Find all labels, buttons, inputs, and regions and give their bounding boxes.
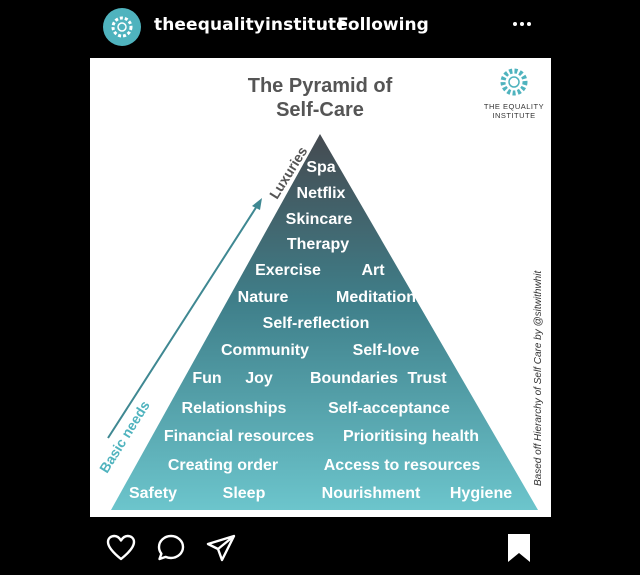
- level-item: Fun: [192, 370, 221, 387]
- axis-arrow-line: [107, 205, 258, 439]
- level-item: Nourishment: [322, 485, 421, 502]
- level-item: Meditation: [336, 289, 416, 306]
- equality-logo-icon: [111, 16, 133, 38]
- level-item: Therapy: [287, 236, 349, 253]
- more-options-icon[interactable]: [510, 12, 534, 36]
- level-item: Self-reflection: [263, 315, 370, 332]
- level-item: Nature: [238, 289, 289, 306]
- post-image: The Pyramid of Self-Care THE EQUALITY IN…: [90, 58, 551, 517]
- level-item: Trust: [407, 370, 447, 387]
- title-line-2: Self-Care: [276, 99, 364, 121]
- post-header: theequalityinstitute · Following: [0, 0, 640, 52]
- share-icon[interactable]: [205, 532, 237, 564]
- brand-name-line-2: INSTITUTE: [492, 111, 535, 120]
- level-item: Self-love: [353, 342, 420, 359]
- level-item: Joy: [245, 370, 273, 387]
- axis-arrow-head-icon: [252, 198, 262, 210]
- level-item: Access to resources: [324, 457, 481, 474]
- pyramid-graphic: The Pyramid of Self-Care THE EQUALITY IN…: [96, 68, 544, 510]
- level-item: Prioritising health: [343, 428, 479, 445]
- level-item: Hygiene: [450, 485, 512, 502]
- level-item: Sleep: [223, 485, 266, 502]
- username-link[interactable]: theequalityinstitute: [154, 15, 348, 35]
- pyramid-levels: Spa Netflix Skincare Therapy Exercise Ar…: [129, 159, 512, 502]
- level-item: Art: [361, 262, 385, 279]
- level-item: Community: [221, 342, 309, 359]
- brand-logo-icon: [500, 68, 528, 96]
- credit-text: Based off Hierarchy of Self Care by @sit…: [533, 270, 544, 486]
- comment-icon[interactable]: [155, 532, 187, 564]
- level-item: Financial resources: [164, 428, 314, 445]
- pyramid-shape: [111, 134, 538, 510]
- level-item: Boundaries: [310, 370, 398, 387]
- level-item: Relationships: [182, 400, 287, 417]
- level-item: Netflix: [297, 185, 346, 202]
- bookmark-icon[interactable]: [503, 532, 535, 564]
- post-actions-bar: [0, 520, 640, 575]
- title-line-1: The Pyramid of: [248, 75, 393, 97]
- level-item: Spa: [306, 159, 335, 176]
- brand-name-line-1: THE EQUALITY: [484, 102, 544, 111]
- level-item: Self-acceptance: [328, 400, 450, 417]
- profile-avatar[interactable]: [103, 8, 141, 46]
- separator-dot: ·: [322, 15, 329, 35]
- level-item: Skincare: [286, 211, 353, 228]
- level-item: Creating order: [168, 457, 278, 474]
- heart-icon[interactable]: [105, 532, 137, 564]
- following-button[interactable]: Following: [337, 15, 429, 35]
- level-item: Safety: [129, 485, 177, 502]
- level-item: Exercise: [255, 262, 321, 279]
